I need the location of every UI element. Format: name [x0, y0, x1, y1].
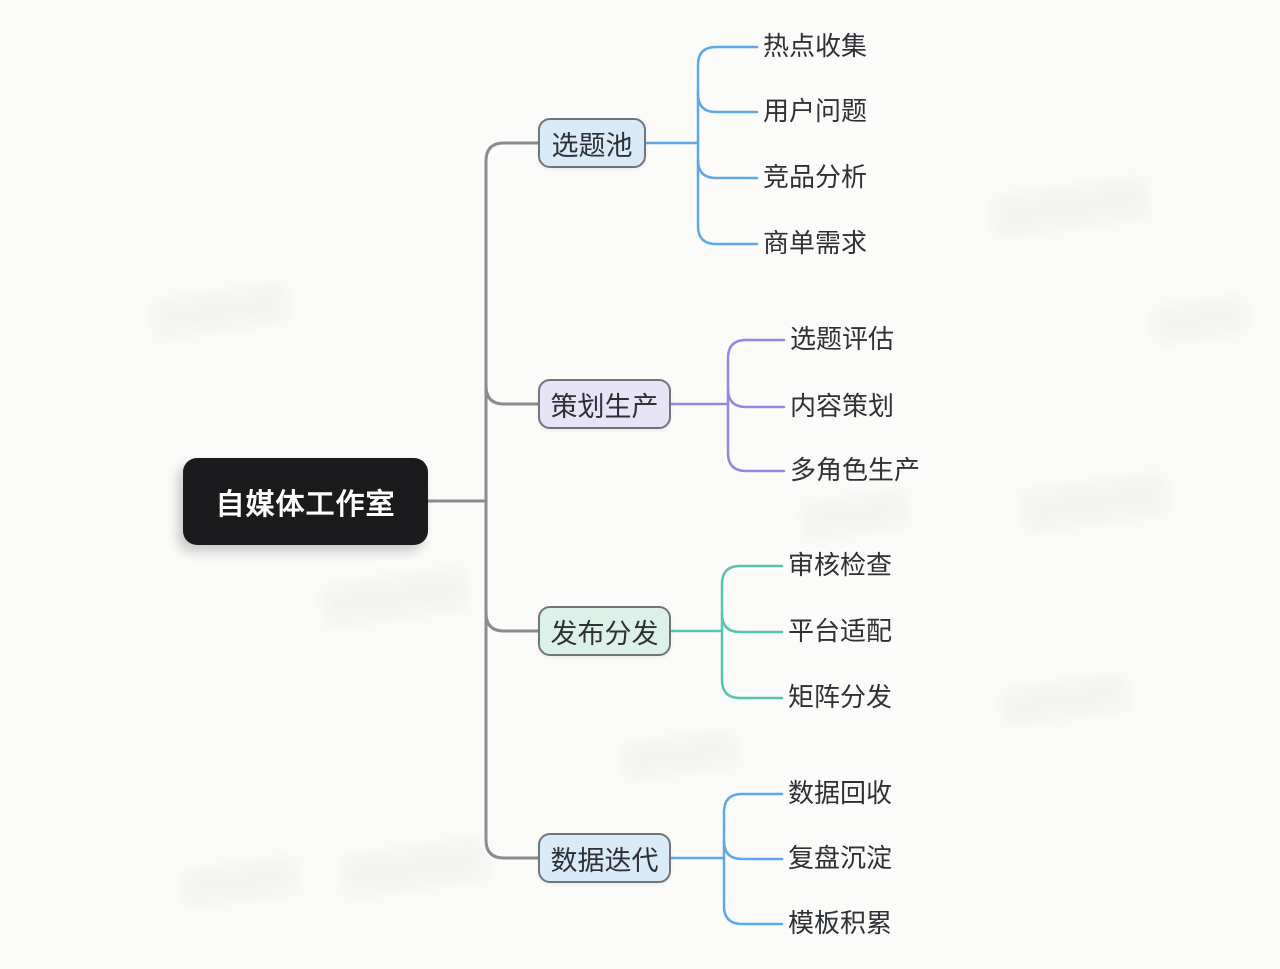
branch-node-label: 数据迭代: [550, 845, 659, 876]
leaf-node[interactable]: 内容策划: [790, 390, 895, 421]
trunk-to-branch-3: [484, 499, 541, 860]
leaf-node[interactable]: 复盘沉淀: [788, 842, 893, 873]
branch-1-spine: [726, 338, 786, 473]
trunk-to-branch-0: [484, 141, 541, 503]
branch-node-publish-distribution[interactable]: 发布分发: [538, 606, 671, 656]
branch-2-leaf-1-link: [720, 612, 784, 634]
branch-0-leaf-2-link: [696, 158, 759, 180]
branch-0-leaf-1-link: [696, 92, 759, 114]
leaf-node[interactable]: 选题评估: [790, 323, 895, 354]
leaf-node[interactable]: 热点收集: [763, 30, 868, 61]
leaf-node[interactable]: 数据回收: [788, 777, 893, 808]
root-node-label: 自媒体工作室: [215, 488, 396, 521]
branch-3-leaf-1-link: [722, 839, 784, 861]
branch-3-spine: [722, 792, 784, 926]
branch-1-leaf-1-link: [726, 387, 786, 409]
leaf-node[interactable]: 矩阵分发: [788, 681, 893, 712]
leaf-node[interactable]: 商单需求: [763, 227, 868, 258]
branch-node-topic-pool[interactable]: 选题池: [538, 118, 646, 168]
leaf-node[interactable]: 竞品分析: [763, 161, 868, 192]
trunk-to-branch-1: [484, 384, 541, 406]
branch-node-label: 选题池: [551, 130, 633, 161]
branch-node-data-iteration[interactable]: 数据迭代: [538, 833, 671, 883]
branch-node-planning-production[interactable]: 策划生产: [538, 379, 671, 429]
branch-2-spine: [720, 564, 784, 700]
leaf-node[interactable]: 用户问题: [763, 95, 868, 126]
leaf-node[interactable]: 模板积累: [788, 907, 893, 938]
leaf-node[interactable]: 多角色生产: [790, 454, 921, 485]
leaf-node[interactable]: 审核检查: [788, 549, 893, 580]
trunk-to-branch-2: [484, 611, 541, 633]
branch-0-spine: [696, 45, 759, 246]
branch-node-label: 发布分发: [550, 618, 659, 649]
root-node[interactable]: 自媒体工作室: [183, 458, 428, 545]
leaf-node[interactable]: 平台适配: [788, 615, 893, 646]
branch-node-label: 策划生产: [550, 391, 659, 422]
